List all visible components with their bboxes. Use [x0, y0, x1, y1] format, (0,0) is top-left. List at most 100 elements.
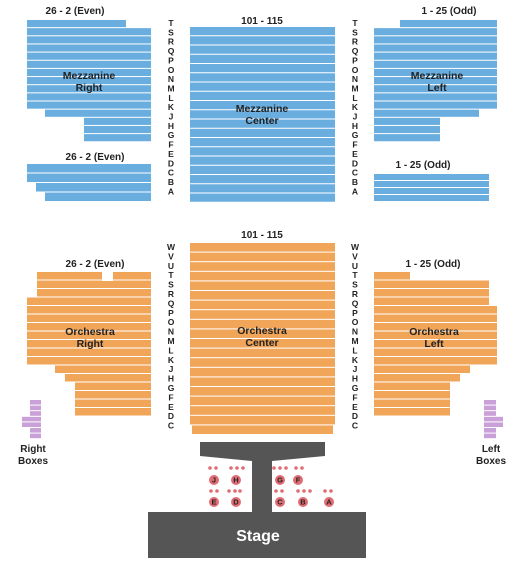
seat-row[interactable]	[374, 101, 497, 109]
seat-row[interactable]	[374, 297, 489, 306]
seat-row[interactable]	[374, 117, 440, 125]
pit-seat[interactable]	[302, 489, 306, 493]
seat-row[interactable]	[37, 289, 151, 297]
seat-row[interactable]	[190, 262, 335, 271]
seat-row[interactable]	[27, 348, 151, 357]
seat-row[interactable]	[190, 165, 335, 174]
seat-row[interactable]	[75, 408, 151, 416]
seat-row[interactable]	[374, 85, 497, 93]
seat-row[interactable]	[374, 399, 450, 408]
seat-row[interactable]	[55, 365, 151, 374]
seat-row[interactable]	[190, 147, 335, 156]
seat-row[interactable]	[374, 382, 450, 391]
pit-seat[interactable]	[209, 497, 219, 507]
seat-row[interactable]	[37, 280, 151, 289]
seat-row[interactable]	[374, 125, 440, 134]
seat-row[interactable]	[190, 27, 335, 36]
pit-seat[interactable]	[227, 489, 231, 493]
pit-seat[interactable]	[241, 466, 245, 470]
seat-row[interactable]	[484, 400, 496, 405]
seat-row[interactable]	[374, 348, 497, 357]
section-mezzanine-left[interactable]	[374, 20, 497, 142]
seat-row[interactable]	[374, 52, 497, 60]
seat-row[interactable]	[190, 184, 335, 193]
pit-seat[interactable]	[274, 489, 278, 493]
seat-row[interactable]	[374, 408, 450, 416]
seat-row[interactable]	[190, 252, 335, 262]
pit-seat[interactable]	[229, 466, 233, 470]
seat-row[interactable]	[190, 300, 335, 310]
pit-seat[interactable]	[280, 489, 284, 493]
seat-row[interactable]	[190, 406, 335, 415]
seat-row[interactable]	[374, 181, 489, 187]
seat-row[interactable]	[190, 54, 335, 63]
pit-seat[interactable]	[275, 497, 285, 507]
seat-row[interactable]	[30, 405, 41, 411]
seat-row[interactable]	[374, 174, 489, 180]
seat-row[interactable]	[27, 173, 151, 183]
seat-row[interactable]	[27, 101, 151, 109]
seat-row[interactable]	[27, 52, 151, 60]
seat-row[interactable]	[484, 416, 503, 422]
seat-row[interactable]	[190, 110, 335, 119]
seat-row[interactable]	[374, 374, 460, 382]
seat-row[interactable]	[374, 391, 450, 399]
pit-seat[interactable]	[329, 489, 333, 493]
seat-row[interactable]	[190, 128, 335, 137]
seat-row[interactable]	[190, 358, 335, 367]
seat-row[interactable]	[84, 134, 151, 142]
pit-seat[interactable]	[275, 475, 285, 485]
pit-seat[interactable]	[308, 489, 312, 493]
pit-seat[interactable]	[323, 489, 327, 493]
pit-seat[interactable]	[293, 475, 303, 485]
seat-row[interactable]	[374, 93, 497, 101]
seat-row[interactable]	[374, 44, 497, 52]
seat-row[interactable]	[374, 68, 497, 77]
pit-seat[interactable]	[278, 466, 282, 470]
pit-seat[interactable]	[272, 466, 276, 470]
seat-row[interactable]	[190, 319, 335, 329]
section-mezzanine-left-lower[interactable]	[374, 174, 489, 201]
seat-row[interactable]	[27, 44, 151, 52]
pit-seat[interactable]	[233, 489, 237, 493]
seat-row[interactable]	[374, 306, 497, 314]
seat-row[interactable]	[27, 164, 151, 173]
seat-row[interactable]	[45, 109, 151, 117]
seat-row[interactable]	[374, 36, 497, 44]
seat-row[interactable]	[75, 391, 151, 399]
pit-seat[interactable]	[294, 466, 298, 470]
pit-seat[interactable]	[215, 489, 219, 493]
seat-row[interactable]	[190, 348, 335, 358]
pit-seat[interactable]	[238, 489, 242, 493]
seat-row[interactable]	[374, 323, 497, 331]
seat-row[interactable]	[190, 329, 335, 338]
seat-row[interactable]	[27, 357, 151, 365]
pit-seat[interactable]	[296, 489, 300, 493]
seat-row[interactable]	[190, 415, 335, 425]
seat-row[interactable]	[190, 91, 335, 100]
pit-seat[interactable]	[324, 497, 334, 507]
seat-row[interactable]	[45, 192, 151, 202]
seat-row[interactable]	[27, 68, 151, 77]
seat-row[interactable]	[190, 73, 335, 82]
seat-row[interactable]	[27, 85, 151, 93]
seat-row[interactable]	[22, 416, 41, 422]
seat-row[interactable]	[190, 291, 335, 300]
seat-row[interactable]	[190, 101, 335, 110]
seat-row[interactable]	[374, 340, 497, 348]
seat-row[interactable]	[84, 117, 151, 125]
seat-row[interactable]	[374, 289, 489, 297]
seat-row[interactable]	[27, 306, 151, 314]
seat-row[interactable]	[190, 281, 335, 290]
pit-seat[interactable]	[214, 466, 218, 470]
seat-row[interactable]	[75, 382, 151, 391]
seat-row[interactable]	[27, 20, 126, 28]
seat-row[interactable]	[190, 271, 335, 281]
seat-row[interactable]	[27, 340, 151, 348]
seat-row[interactable]	[30, 433, 41, 439]
seat-row[interactable]	[190, 310, 335, 319]
seat-row[interactable]	[36, 183, 151, 192]
seat-row[interactable]	[484, 422, 503, 427]
seat-row[interactable]	[37, 272, 151, 280]
